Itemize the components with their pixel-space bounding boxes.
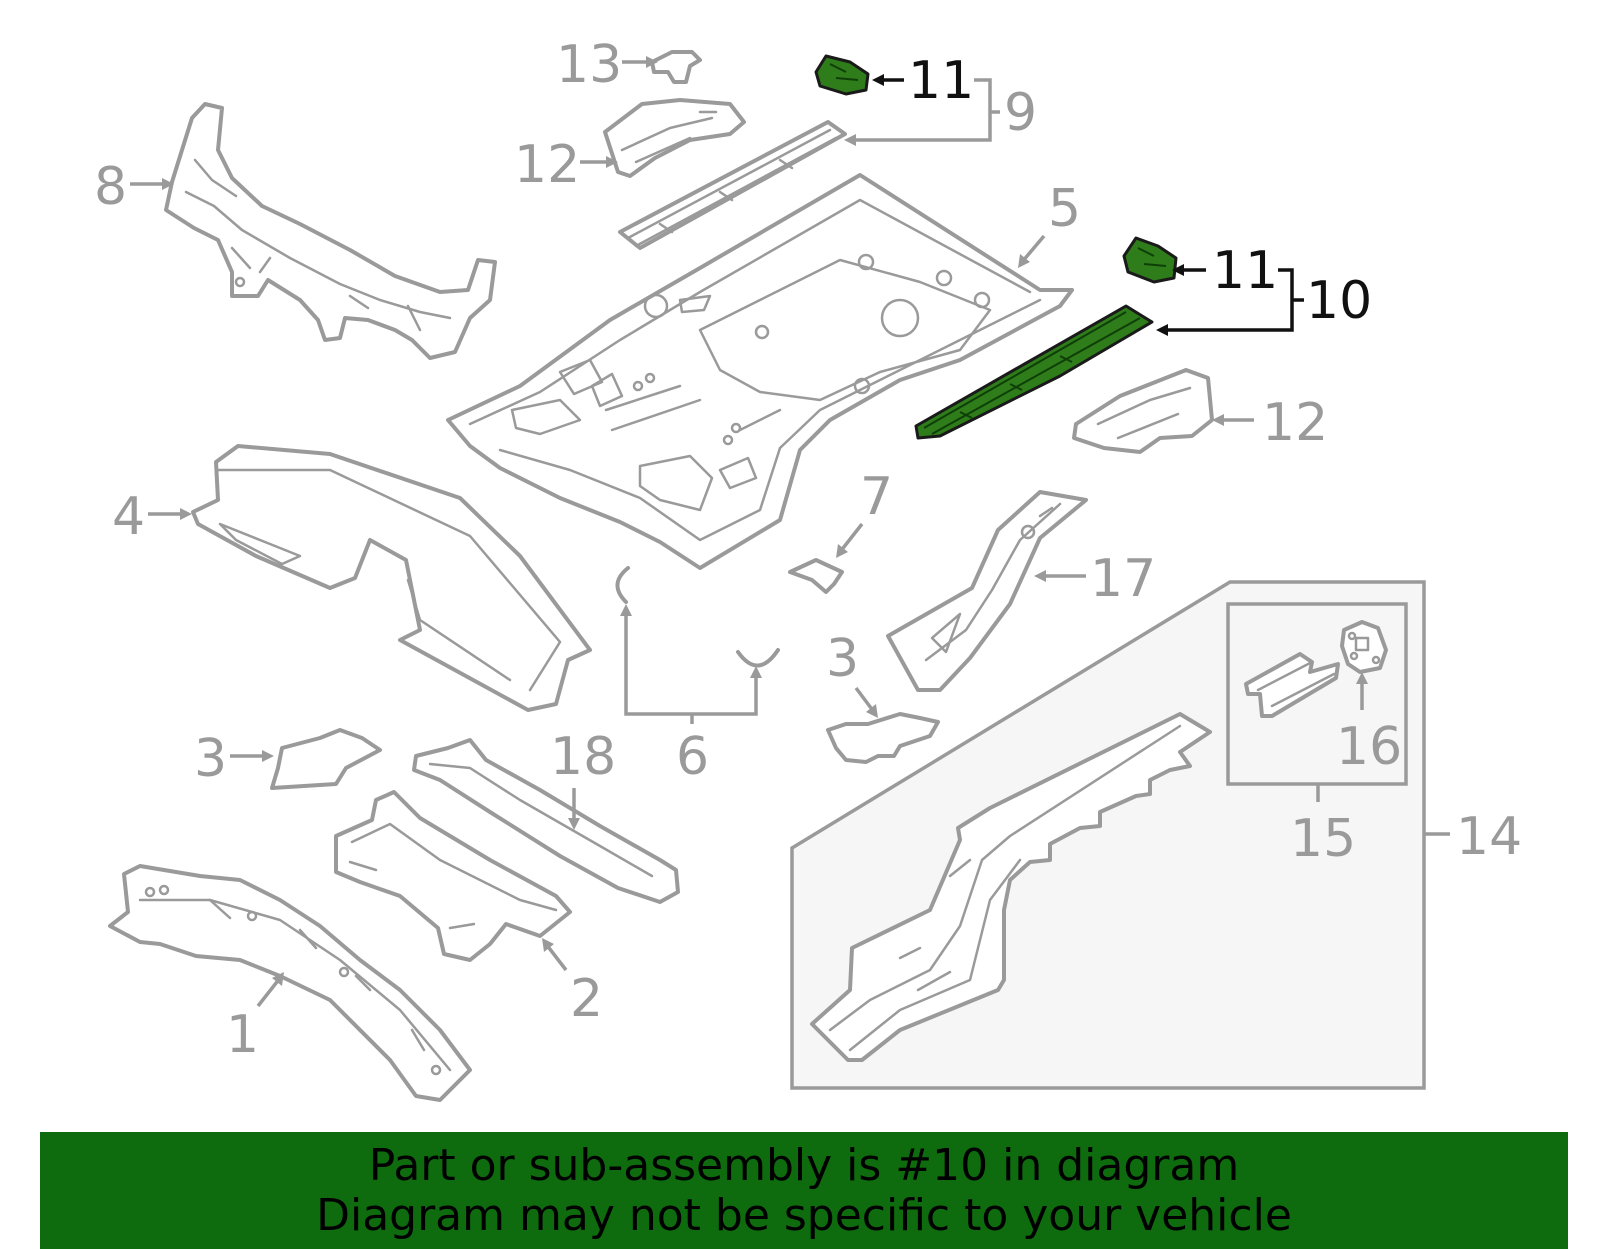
callout-15: 15 [1290, 809, 1356, 869]
part-18 [412, 738, 680, 904]
callout-9: 9 [1004, 83, 1037, 143]
callout-1: 1 [226, 1005, 259, 1065]
part-12-right [1072, 368, 1214, 454]
callout-18: 18 [550, 727, 616, 787]
part-11-lower [1122, 236, 1178, 284]
part-3-left [270, 728, 382, 790]
part-4 [191, 444, 592, 712]
callout-12-upper: 12 [514, 135, 580, 195]
callout-4: 4 [112, 487, 145, 547]
callout-16: 16 [1336, 717, 1402, 777]
callout-13: 13 [556, 35, 622, 95]
callout-17: 17 [1090, 549, 1156, 609]
callout-12-right: 12 [1262, 393, 1328, 453]
inset-14 [790, 580, 1426, 1090]
info-banner: Part or sub-assembly is #10 in diagram D… [40, 1132, 1568, 1249]
banner-line-1: Part or sub-assembly is #10 in diagram [368, 1140, 1240, 1191]
part-1 [108, 864, 472, 1102]
part-11-upper [814, 54, 870, 96]
callout-14: 14 [1456, 807, 1522, 867]
callout-7: 7 [860, 467, 893, 527]
part-10 [914, 304, 1154, 440]
part-2 [334, 790, 572, 962]
callout-8: 8 [94, 157, 127, 217]
callout-6: 6 [676, 727, 709, 787]
callout-2: 2 [570, 969, 603, 1029]
callout-5: 5 [1048, 179, 1081, 239]
callout-11-upper: 11 [908, 51, 974, 111]
part-12-upper [603, 98, 746, 178]
part-17 [886, 490, 1088, 692]
leaders [130, 56, 1450, 1008]
callout-11-lower: 11 [1212, 241, 1278, 301]
part-5 [446, 173, 1074, 570]
callouts: 13 12 8 11 9 5 11 10 12 4 7 17 3 3 18 6 … [94, 35, 1522, 1065]
part-6 [615, 566, 780, 668]
banner-line-2: Diagram may not be specific to your vehi… [316, 1190, 1292, 1241]
part-7 [788, 558, 844, 594]
part-8 [164, 102, 497, 360]
callout-3-right: 3 [826, 629, 859, 689]
callout-10: 10 [1306, 271, 1372, 331]
part-13 [650, 50, 702, 84]
part-3-right [826, 712, 940, 764]
part-9 [618, 120, 847, 250]
callout-3-left: 3 [194, 729, 227, 789]
